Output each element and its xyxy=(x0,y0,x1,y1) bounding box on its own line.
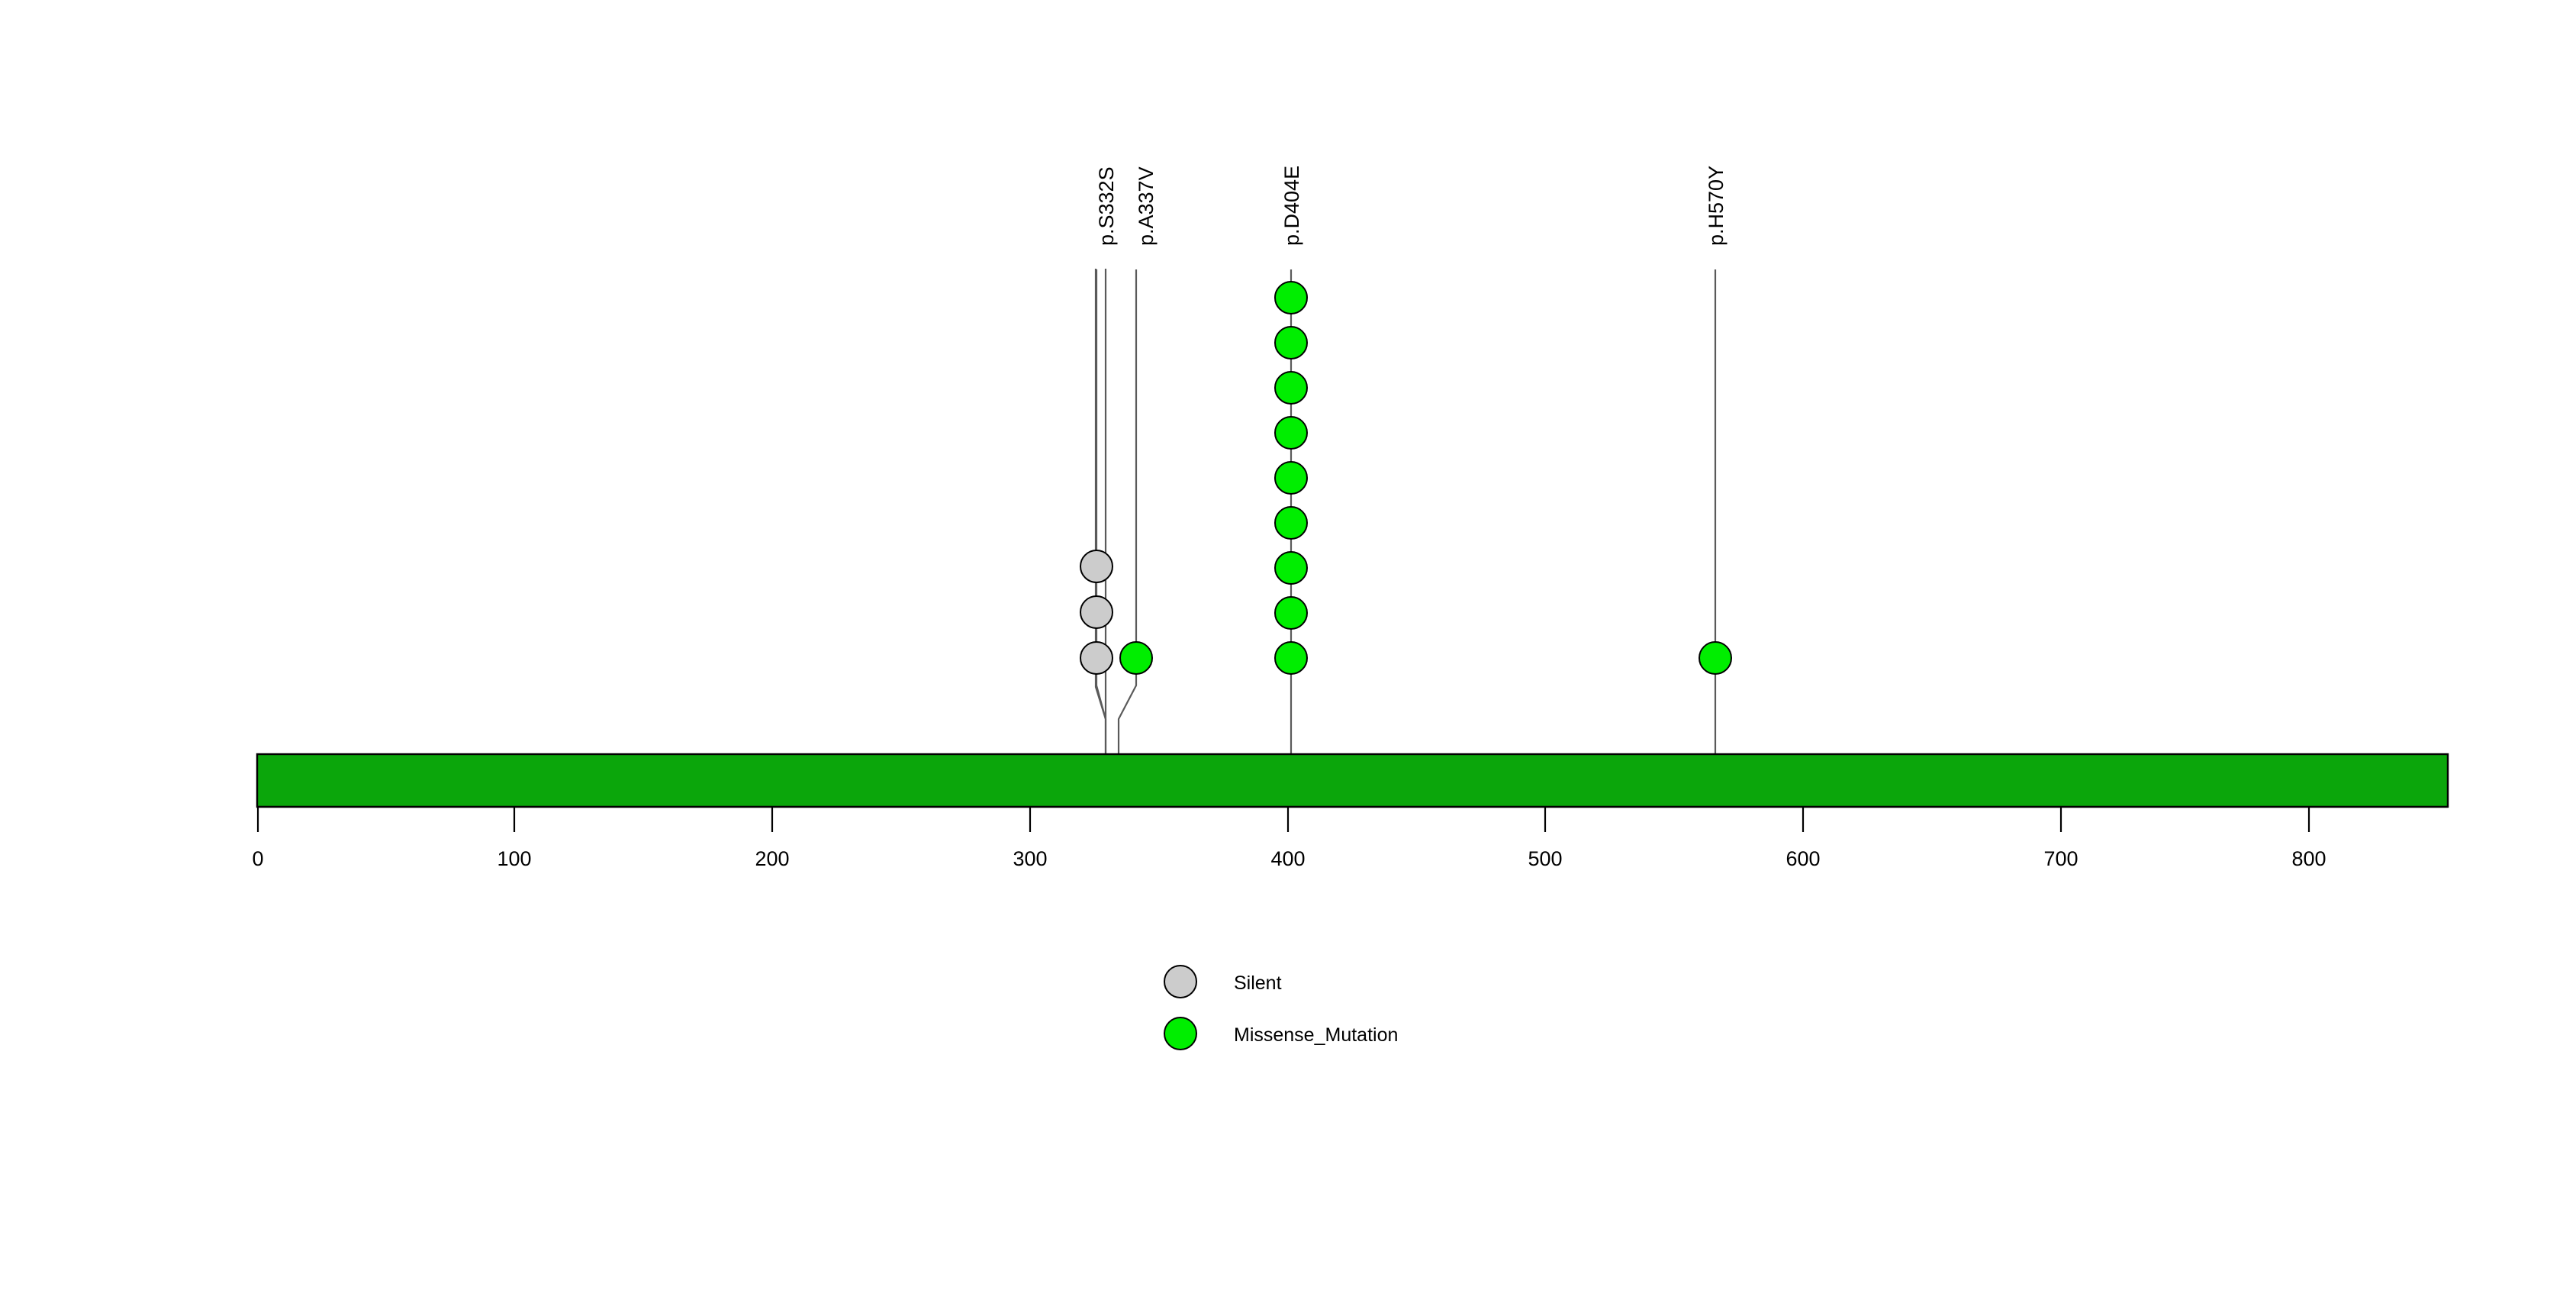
x-axis-tick-label-700: 700 xyxy=(2043,847,2078,870)
lollipop-dot-p-D404E-5[interactable] xyxy=(1274,461,1308,495)
legend: Silent Missense_Mutation xyxy=(1164,965,1398,1050)
legend-label-missense-mutation: Missense_Mutation xyxy=(1234,1024,1398,1046)
x-axis-tick-label-500: 500 xyxy=(1528,847,1562,870)
legend-swatch-silent xyxy=(1164,965,1197,998)
legend-item-missense-mutation[interactable]: Missense_Mutation xyxy=(1164,1017,1398,1050)
protein-domain-bar[interactable] xyxy=(256,753,2449,808)
lollipop-dot-p-S332S-3[interactable] xyxy=(1080,550,1113,583)
mutation-label-2: p.D404E xyxy=(1280,166,1303,246)
mutation-label-0: p.S332S xyxy=(1095,166,1118,246)
x-axis-tick-labels: 0 100 200 300 400 500 600 700 800 xyxy=(252,847,2326,870)
lollipop-p-S332S[interactable] xyxy=(1080,269,1113,807)
x-axis-tick-label-400: 400 xyxy=(1270,847,1305,870)
legend-swatch-missense-mutation xyxy=(1164,1017,1197,1050)
x-axis-tick-label-200: 200 xyxy=(755,847,789,870)
lollipop-dot-p-D404E-7[interactable] xyxy=(1274,371,1308,405)
lollipop-p-A337V[interactable] xyxy=(1117,269,1153,807)
lollipop-dot-p-D404E-9[interactable] xyxy=(1274,281,1308,314)
lollipop-p-H570Y[interactable] xyxy=(1699,269,1732,807)
x-axis-ticks xyxy=(256,807,2310,832)
lollipop-p-D404E[interactable] xyxy=(1274,269,1308,807)
lollipop-dot-p-D404E-2[interactable] xyxy=(1274,596,1308,630)
x-axis-tick-label-800: 800 xyxy=(2291,847,2326,870)
x-axis-tick-label-300: 300 xyxy=(1013,847,1047,870)
mutation-label-3: p.H570Y xyxy=(1705,166,1728,246)
legend-item-silent[interactable]: Silent xyxy=(1164,965,1282,998)
lollipop-dot-p-A337V-1[interactable] xyxy=(1119,641,1153,675)
lollipop-dot-p-D404E-3[interactable] xyxy=(1274,551,1308,585)
x-axis: 0 100 200 300 400 500 600 700 800 xyxy=(252,805,2448,870)
mutation-label-1: p.A337V xyxy=(1135,166,1158,246)
legend-label-silent: Silent xyxy=(1234,972,1282,994)
mutation-labels-group: p.S332S p.A337V p.D404E p.H570Y xyxy=(1095,166,1728,246)
lollipop-dot-p-D404E-6[interactable] xyxy=(1274,416,1308,450)
lollipop-stem-p-A337V xyxy=(1117,269,1138,807)
x-axis-tick-label-0: 0 xyxy=(252,847,263,870)
lollipop-dot-p-D404E-1[interactable] xyxy=(1274,641,1308,675)
lollipop-dot-p-D404E-4[interactable] xyxy=(1274,506,1308,540)
lollipop-dot-p-D404E-8[interactable] xyxy=(1274,326,1308,360)
x-axis-tick-label-600: 600 xyxy=(1785,847,1820,870)
x-axis-tick-label-100: 100 xyxy=(497,847,531,870)
lollipop-stem-p-S332S-bend xyxy=(1095,269,1107,807)
lollipop-dot-p-S332S-2[interactable] xyxy=(1080,595,1113,629)
lollipop-dot-p-H570Y-1[interactable] xyxy=(1699,641,1732,675)
lollipop-dot-p-S332S-1[interactable] xyxy=(1080,641,1113,675)
